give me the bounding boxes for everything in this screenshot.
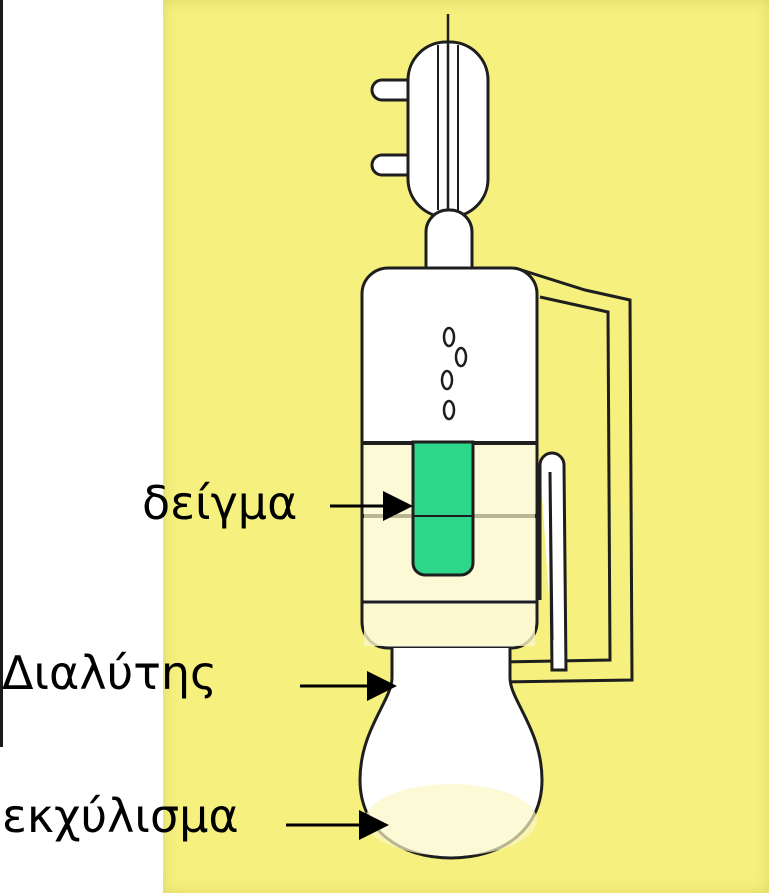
solvent-label: Διαλύτης [2, 646, 218, 700]
extract-label: εκχύλισμα [2, 789, 239, 843]
flask-liquid [365, 784, 537, 856]
left-border-line [0, 0, 3, 747]
condenser [406, 14, 490, 322]
chamber-bottom-liquid [364, 604, 535, 646]
condenser-side-tubes [370, 78, 408, 177]
sample-thimble [411, 440, 475, 577]
siphon-tube [538, 451, 568, 672]
label-arrows [286, 491, 413, 840]
droplets [440, 326, 468, 421]
sample-label: δείγμα [142, 476, 298, 530]
